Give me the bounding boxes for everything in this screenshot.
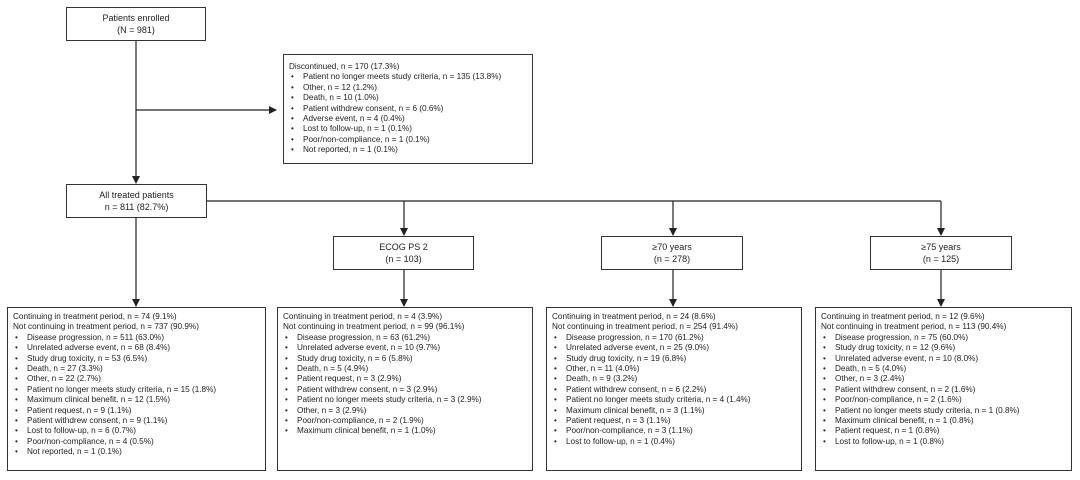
list-item: Unrelated adverse event, n = 25 (9.0%) [552,343,797,354]
not-continuing-line: Not continuing in treatment period, n = … [13,322,199,332]
subgroup-title: ECOG PS 2 [379,242,428,252]
list-item: Other, n = 11 (4.0%) [552,364,797,375]
list-item: Not reported, n = 1 (0.1%) [289,145,528,156]
subgroup-70-box: ≥70 years (n = 278) [601,236,743,270]
treated-box: All treated patients n = 811 (82.7%) [66,184,207,218]
list-item: Patient withdrew consent, n = 3 (2.9%) [283,385,528,396]
list-item: Patient no longer meets study criteria, … [821,406,1067,417]
list-item: Death, n = 10 (1.0%) [289,93,528,104]
list-item: Disease progression, n = 170 (61.2%) [552,333,797,344]
list-item: Unrelated adverse event, n = 10 (9.7%) [283,343,528,354]
list-item: Maximum clinical benefit, n = 3 (1.1%) [552,406,797,417]
subgroup-title: ≥70 years [652,242,692,252]
list-item: Lost to follow-up, n = 1 (0.1%) [289,124,528,135]
not-continuing-line: Not continuing in treatment period, n = … [821,322,1007,332]
subgroup-ecog-box: ECOG PS 2 (n = 103) [333,236,474,270]
list-item: Study drug toxicity, n = 53 (6.5%) [13,354,261,365]
list-item: Patient withdrew consent, n = 6 (2.2%) [552,385,797,396]
list-item: Patient request, n = 1 (0.8%) [821,426,1067,437]
list-item: Patient no longer meets study criteria, … [552,395,797,406]
outcome-75-box: Continuing in treatment period, n = 12 (… [815,307,1072,471]
subgroup-75-box: ≥75 years (n = 125) [870,236,1012,270]
list-item: Poor/non-compliance, n = 4 (0.5%) [13,437,261,448]
list-item: Maximum clinical benefit, n = 12 (1.5%) [13,395,261,406]
list-item: Death, n = 5 (4.9%) [283,364,528,375]
list-item: Poor/non-compliance, n = 2 (1.6%) [821,395,1067,406]
list-item: Death, n = 9 (3.2%) [552,374,797,385]
discontinued-list: Patient no longer meets study criteria, … [289,72,528,156]
enrolled-box: Patients enrolled (N = 981) [66,7,206,41]
list-item: Death, n = 27 (3.3%) [13,364,261,375]
enrolled-title: Patients enrolled [102,13,170,23]
subgroup-count: (n = 125) [922,254,960,264]
list-item: Lost to follow-up, n = 1 (0.8%) [821,437,1067,448]
list-item: Patient request, n = 3 (2.9%) [283,374,528,385]
list-item: Disease progression, n = 511 (63.0%) [13,333,261,344]
list-item: Disease progression, n = 75 (60.0%) [821,333,1067,344]
list-item: Poor/non-compliance, n = 1 (0.1%) [289,135,528,146]
list-item: Unrelated adverse event, n = 10 (8.0%) [821,354,1067,365]
subgroup-title: ≥75 years [921,242,961,252]
continuing-line: Continuing in treatment period, n = 12 (… [821,312,985,321]
list-item: Patient no longer meets study criteria, … [283,395,528,406]
reason-list: Disease progression, n = 170 (61.2%) Unr… [552,333,797,448]
list-item: Death, n = 5 (4.0%) [821,364,1067,375]
list-item: Not reported, n = 1 (0.1%) [13,447,261,458]
list-item: Other, n = 12 (1.2%) [289,83,528,94]
not-continuing-line: Not continuing in treatment period, n = … [283,322,465,332]
list-item: Other, n = 3 (2.9%) [283,406,528,417]
list-item: Other, n = 3 (2.4%) [821,374,1067,385]
outcome-ecog-box: Continuing in treatment period, n = 4 (3… [277,307,533,471]
reason-list: Disease progression, n = 75 (60.0%) Stud… [821,333,1067,448]
treated-title: All treated patients [99,190,174,200]
list-item: Patient no longer meets study criteria, … [13,385,261,396]
enrolled-count: (N = 981) [117,25,155,35]
not-continuing-line: Not continuing in treatment period, n = … [552,322,738,332]
list-item: Disease progression, n = 63 (61.2%) [283,333,528,344]
list-item: Maximum clinical benefit, n = 1 (1.0%) [283,426,528,437]
list-item: Unrelated adverse event, n = 68 (8.4%) [13,343,261,354]
list-item: Study drug toxicity, n = 12 (9.6%) [821,343,1067,354]
list-item: Patient request, n = 3 (1.1%) [552,416,797,427]
list-item: Maximum clinical benefit, n = 1 (0.8%) [821,416,1067,427]
discontinued-heading: Discontinued, n = 170 (17.3%) [289,62,400,71]
continuing-line: Continuing in treatment period, n = 74 (… [13,312,177,321]
list-item: Adverse event, n = 4 (0.4%) [289,114,528,125]
list-item: Patient no longer meets study criteria, … [289,72,528,83]
list-item: Study drug toxicity, n = 19 (6.8%) [552,354,797,365]
treated-count: n = 811 (82.7%) [104,202,169,212]
list-item: Patient withdrew consent, n = 6 (0.6%) [289,104,528,115]
outcome-all-box: Continuing in treatment period, n = 74 (… [7,307,266,471]
reason-list: Disease progression, n = 63 (61.2%) Unre… [283,333,528,437]
list-item: Poor/non-compliance, n = 2 (1.9%) [283,416,528,427]
continuing-line: Continuing in treatment period, n = 24 (… [552,312,716,321]
list-item: Lost to follow-up, n = 6 (0.7%) [13,426,261,437]
list-item: Poor/non-compliance, n = 3 (1.1%) [552,426,797,437]
continuing-line: Continuing in treatment period, n = 4 (3… [283,312,443,321]
list-item: Patient withdrew consent, n = 2 (1.6%) [821,385,1067,396]
list-item: Patient withdrew consent, n = 9 (1.1%) [13,416,261,427]
list-item: Study drug toxicity, n = 6 (5.8%) [283,354,528,365]
list-item: Patient request, n = 9 (1.1%) [13,406,261,417]
subgroup-count: (n = 103) [385,254,422,264]
outcome-70-box: Continuing in treatment period, n = 24 (… [546,307,802,471]
reason-list: Disease progression, n = 511 (63.0%) Unr… [13,333,261,458]
subgroup-count: (n = 278) [653,254,691,264]
list-item: Other, n = 22 (2.7%) [13,374,261,385]
discontinued-box: Discontinued, n = 170 (17.3%) Patient no… [283,54,533,164]
list-item: Lost to follow-up, n = 1 (0.4%) [552,437,797,448]
